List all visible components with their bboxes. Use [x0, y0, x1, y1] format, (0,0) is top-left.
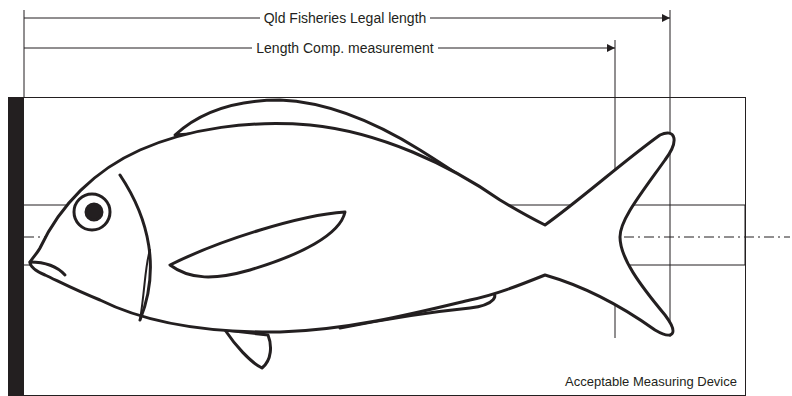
measuring-board: Acceptable Measuring Device: [8, 97, 746, 396]
dimension-label: Length Comp. measurement: [252, 40, 437, 56]
board-label: Acceptable Measuring Device: [565, 374, 737, 389]
dimension-label: Qld Fisheries Legal length: [260, 10, 431, 26]
